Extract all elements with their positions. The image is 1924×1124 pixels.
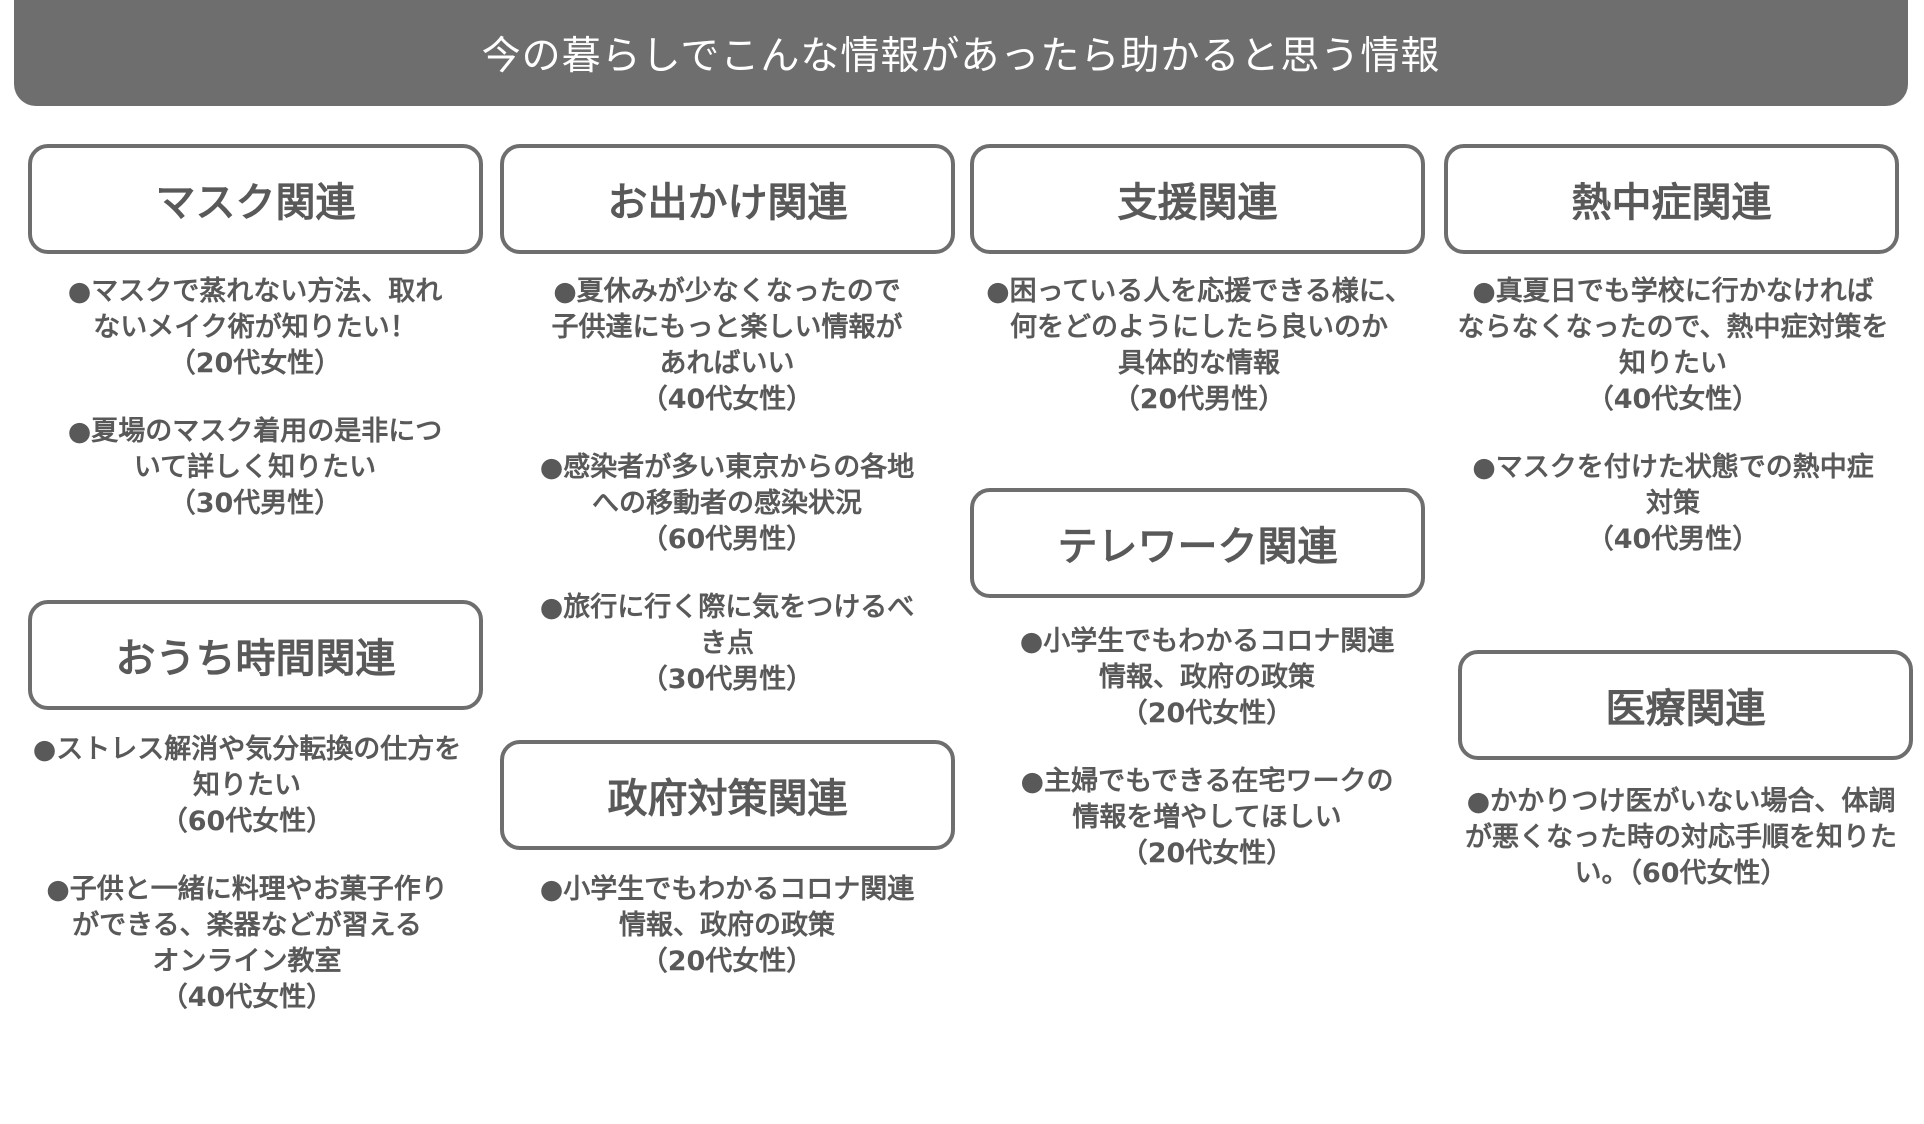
header-banner: 今の暮らしでこんな情報があったら助かると思う情報: [14, 0, 1908, 106]
item-respondent: （20代女性）: [1120, 698, 1294, 729]
list-item: ●マスクで蒸れない方法、取れ ないメイク術が知りたい！ （20代女性）: [20, 274, 490, 382]
list-item: ●マスクを付けた状態での熱中症 対策 （40代男性）: [1438, 450, 1908, 558]
list-item: ●旅行に行く際に気をつけるべ き点 （30代男性）: [492, 590, 962, 698]
category-government-measures: 政府対策関連: [500, 740, 955, 850]
category-medical: 医療関連: [1458, 650, 1913, 760]
item-text: ●夏場のマスク着用の是非につ いて詳しく知りたい: [67, 416, 443, 483]
item-respondent: （40代男性）: [1586, 524, 1760, 555]
list-item: ●主婦でもできる在宅ワークの 情報を増やしてほしい （20代女性）: [972, 764, 1442, 872]
category-mask: マスク関連: [28, 144, 483, 254]
category-label: テレワーク関連: [1057, 524, 1338, 570]
list-item: ●小学生でもわかるコロナ関連 情報、政府の政策 （20代女性）: [492, 872, 962, 980]
category-label: おうち時間関連: [115, 636, 396, 682]
item-text: ●かかりつけ医がいない場合、体調 が悪くなった時の対応手順を知りた い。（60代…: [1465, 786, 1897, 889]
item-respondent: （20代女性）: [168, 348, 342, 379]
item-text: ●小学生でもわかるコロナ関連 情報、政府の政策: [1019, 626, 1395, 693]
item-respondent: （20代男性）: [1112, 384, 1286, 415]
list-item: ●真夏日でも学校に行かなければ ならなくなったので、熱中症対策を 知りたい （4…: [1438, 274, 1908, 418]
item-respondent: （20代女性）: [1120, 838, 1294, 869]
item-text: ●夏休みが少なくなったので 子供達にもっと楽しい情報が あればいい: [551, 276, 903, 379]
category-label: 医療関連: [1605, 686, 1766, 732]
item-text: ●子供と一緒に料理やお菓子作り ができる、楽器などが習える オンライン教室: [46, 874, 448, 977]
item-respondent: （30代男性）: [640, 664, 814, 695]
category-label: お出かけ関連: [607, 180, 848, 226]
item-text: ●感染者が多い東京からの各地 への移動者の感染状況: [539, 452, 915, 519]
category-label: 政府対策関連: [607, 776, 848, 822]
category-telework: テレワーク関連: [970, 488, 1425, 598]
list-item: ●感染者が多い東京からの各地 への移動者の感染状況 （60代男性）: [492, 450, 962, 558]
category-label: マスク関連: [155, 180, 356, 226]
page-title: 今の暮らしでこんな情報があったら助かると思う情報: [481, 34, 1441, 79]
category-label: 熱中症関連: [1571, 180, 1772, 226]
category-outing: お出かけ関連: [500, 144, 955, 254]
category-home-time: おうち時間関連: [28, 600, 483, 710]
list-item: ●かかりつけ医がいない場合、体調 が悪くなった時の対応手順を知りた い。（60代…: [1446, 784, 1916, 892]
item-respondent: （20代女性）: [640, 946, 814, 977]
list-item: ●夏休みが少なくなったので 子供達にもっと楽しい情報が あればいい （40代女性…: [492, 274, 962, 418]
category-label: 支援関連: [1117, 180, 1278, 226]
item-text: ●マスクを付けた状態での熱中症 対策: [1472, 452, 1874, 519]
list-item: ●困っている人を応援できる様に、 何をどのようにしたら良いのか 具体的な情報 （…: [964, 274, 1434, 418]
item-text: ●マスクで蒸れない方法、取れ ないメイク術が知りたい！: [67, 276, 443, 343]
item-respondent: （40代女性）: [640, 384, 814, 415]
item-text: ●主婦でもできる在宅ワークの 情報を増やしてほしい: [1020, 766, 1394, 833]
item-text: ●ストレス解消や気分転換の仕方を 知りたい: [32, 734, 462, 801]
list-item: ●ストレス解消や気分転換の仕方を 知りたい （60代女性）: [12, 732, 482, 840]
item-respondent: （60代女性）: [160, 806, 334, 837]
item-respondent: （60代男性）: [640, 524, 814, 555]
category-support: 支援関連: [970, 144, 1425, 254]
list-item: ●夏場のマスク着用の是非につ いて詳しく知りたい （30代男性）: [20, 414, 490, 522]
item-text: ●真夏日でも学校に行かなければ ならなくなったので、熱中症対策を 知りたい: [1457, 276, 1889, 379]
list-item: ●小学生でもわかるコロナ関連 情報、政府の政策 （20代女性）: [972, 624, 1442, 732]
item-text: ●旅行に行く際に気をつけるべ き点: [539, 592, 915, 659]
item-text: ●小学生でもわかるコロナ関連 情報、政府の政策: [539, 874, 915, 941]
item-respondent: （40代女性）: [160, 982, 334, 1013]
item-respondent: （30代男性）: [168, 488, 342, 519]
list-item: ●子供と一緒に料理やお菓子作り ができる、楽器などが習える オンライン教室 （4…: [12, 872, 482, 1016]
item-text: ●困っている人を応援できる様に、 何をどのようにしたら良いのか 具体的な情報: [986, 276, 1412, 379]
category-heatstroke: 熱中症関連: [1444, 144, 1899, 254]
item-respondent: （40代女性）: [1586, 384, 1760, 415]
